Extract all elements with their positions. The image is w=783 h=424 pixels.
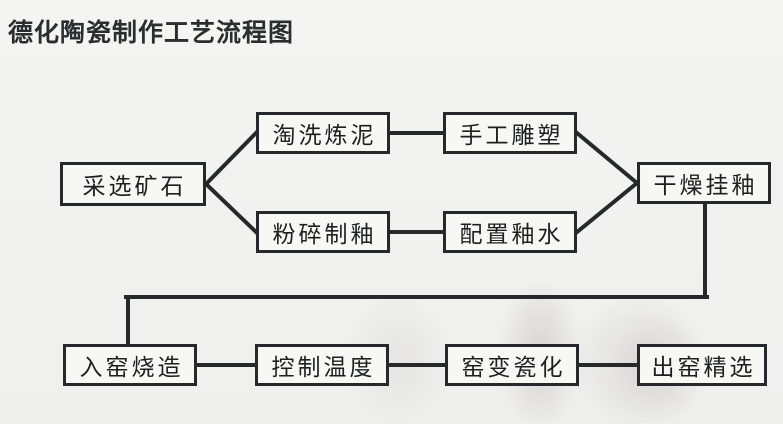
- flow-node-n9[interactable]: 窑变瓷化: [445, 344, 579, 386]
- edge-n1-to-n2: [203, 130, 259, 187]
- flow-node-label: 手工雕塑: [459, 122, 564, 148]
- flow-node-label: 入窑烧造: [79, 354, 184, 380]
- flow-node-label: 出窑精选: [651, 354, 756, 380]
- flow-node-n10[interactable]: 出窑精选: [637, 344, 767, 386]
- flow-node-n4[interactable]: 手工雕塑: [443, 112, 577, 154]
- flow-node-n8[interactable]: 控制温度: [255, 344, 389, 386]
- flow-node-label: 控制温度: [271, 354, 376, 380]
- flow-node-label: 粉碎制釉: [272, 221, 377, 247]
- flow-node-n3[interactable]: 粉碎制釉: [256, 211, 390, 253]
- flow-node-label: 采选矿石: [82, 173, 187, 199]
- flow-node-n2[interactable]: 淘洗炼泥: [256, 112, 390, 154]
- edge-n4-to-n6: [574, 130, 640, 186]
- page-title: 德化陶瓷制作工艺流程图: [8, 19, 295, 47]
- flow-node-label: 淘洗炼泥: [272, 122, 377, 148]
- edge-n5-to-n6: [574, 180, 640, 235]
- flow-node-label: 配置釉水: [459, 221, 564, 247]
- edge-n1-to-n3: [203, 181, 259, 235]
- flow-node-n5[interactable]: 配置釉水: [443, 211, 577, 253]
- flow-node-label: 干燥挂釉: [653, 172, 758, 198]
- flow-node-n6[interactable]: 干燥挂釉: [637, 162, 771, 204]
- flow-node-n7[interactable]: 入窑烧造: [63, 344, 197, 386]
- flow-node-label: 窑变瓷化: [461, 354, 566, 380]
- flow-node-n1[interactable]: 采选矿石: [60, 162, 206, 206]
